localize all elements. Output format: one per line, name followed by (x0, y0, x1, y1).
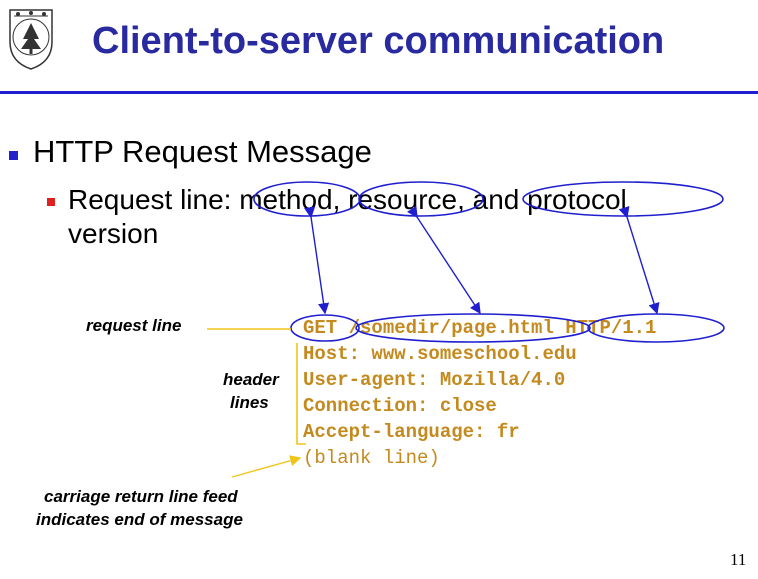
crlf-arrow (231, 455, 302, 478)
ellipse-get (290, 314, 360, 342)
code-accept-language: Accept-language: fr (303, 421, 520, 443)
bullet-marker-level1 (9, 151, 18, 160)
page-number: 11 (730, 550, 747, 569)
label-header-lines-2: lines (230, 393, 269, 412)
ellipse-method (253, 181, 361, 217)
code-request-line: GET /somedir/page.html HTTP/1.1 (303, 317, 657, 339)
arrow-protocol (618, 205, 660, 315)
arrow-resource (406, 205, 481, 315)
arrow-method (304, 206, 330, 315)
code-user-agent: User-agent: Mozilla/4.0 (303, 369, 566, 391)
ellipse-resource (358, 181, 484, 217)
code-connection: Connection: close (303, 395, 497, 417)
ellipse-http-version (587, 313, 725, 343)
label-request-line: request line (86, 316, 182, 335)
bullet-marker-level2 (47, 198, 55, 206)
title-divider (0, 91, 758, 94)
label-crlf-1: carriage return line feed (44, 487, 238, 506)
ellipse-path (355, 313, 591, 343)
university-logo (9, 9, 53, 70)
bullet-http-request-message: HTTP Request Message (33, 134, 372, 169)
bullet-request-line-text-cont: version (68, 218, 159, 249)
code-blank-line: (blank line) (303, 447, 440, 469)
label-header-lines-1: header (223, 370, 279, 389)
label-crlf-2: indicates end of message (36, 510, 243, 529)
ellipse-protocol (522, 181, 724, 217)
code-host: Host: www.someschool.edu (303, 343, 577, 365)
slide-title: Client-to-server communication (92, 20, 665, 62)
header-lines-bracket (296, 343, 306, 445)
